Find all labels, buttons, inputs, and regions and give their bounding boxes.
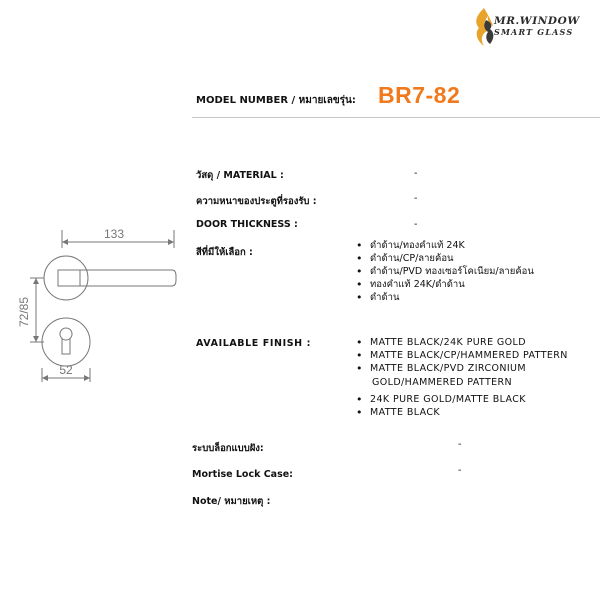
color-options-label: สีที่มีให้เลือก : — [196, 247, 253, 258]
list-item: MATTE BLACK/PVD ZIRCONIUM — [356, 362, 568, 375]
list-item: ดำด้าน/ทองคำแท้ 24K — [356, 239, 534, 252]
available-finish-list: MATTE BLACK/24K PURE GOLD MATTE BLACK/CP… — [356, 336, 568, 375]
color-options-list: ดำด้าน/ทองคำแท้ 24K ดำด้าน/CP/ลายค้อน ดำ… — [356, 239, 534, 304]
width-dimension-label: 133 — [104, 227, 124, 241]
mortise-lock-th-value: - — [458, 439, 462, 450]
lever-handle — [57, 269, 177, 287]
mortise-lock-en-value: - — [458, 465, 462, 476]
brand-tagline: SMART GLASS — [494, 26, 574, 37]
handle-dimension-drawing: 133 72/85 52 — [17, 227, 177, 382]
escutcheon-plate — [41, 317, 91, 367]
brand-name: MR.WINDOW — [494, 15, 580, 27]
mortise-lock-en-label: Mortise Lock Case: — [192, 469, 293, 480]
list-item: ดำด้าน — [356, 291, 534, 304]
material-value: - — [414, 168, 418, 179]
list-item: MATTE BLACK/CP/HAMMERED PATTERN — [356, 349, 568, 362]
door-thickness-en-value: - — [414, 219, 418, 230]
brand-logo: MR.WINDOW SMART GLASS — [470, 6, 594, 48]
model-number-value: BR7-82 — [378, 82, 461, 108]
mortise-lock-th-label: ระบบล็อกแบบฝัง: — [192, 443, 264, 454]
list-item: 24K PURE GOLD/MATTE BLACK — [356, 393, 526, 406]
list-item: MATTE BLACK — [356, 406, 526, 419]
flame-logo-icon — [476, 8, 494, 46]
model-number-label: MODEL NUMBER / หมายเลขรุ่น: — [196, 95, 356, 106]
list-item: ดำด้าน/PVD ทองเซอร์โคเนียม/ลายค้อน — [356, 265, 534, 278]
material-label: วัสดุ / MATERIAL : — [196, 170, 284, 181]
list-item: ดำด้าน/CP/ลายค้อน — [356, 252, 534, 265]
door-thickness-en-label: DOOR THICKNESS : — [196, 219, 298, 230]
height-dimension-label: 72/85 — [17, 297, 31, 327]
base-dimension-label: 52 — [59, 363, 73, 377]
door-thickness-th-value: - — [414, 193, 418, 204]
finish-continuation: GOLD/HAMMERED PATTERN — [372, 377, 513, 388]
header-divider — [192, 117, 600, 118]
door-thickness-th-label: ความหนาของประตูที่รองรับ : — [196, 196, 317, 207]
list-item: MATTE BLACK/24K PURE GOLD — [356, 336, 568, 349]
note-label: Note/ หมายเหตุ : — [192, 496, 271, 507]
handle-rose — [43, 255, 89, 301]
list-item: ทองคำแท้ 24K/ดำด้าน — [356, 278, 534, 291]
available-finish-label: AVAILABLE FINISH : — [196, 338, 312, 349]
keyhole-icon — [59, 327, 73, 355]
available-finish-list-cont: 24K PURE GOLD/MATTE BLACK MATTE BLACK — [356, 393, 526, 419]
